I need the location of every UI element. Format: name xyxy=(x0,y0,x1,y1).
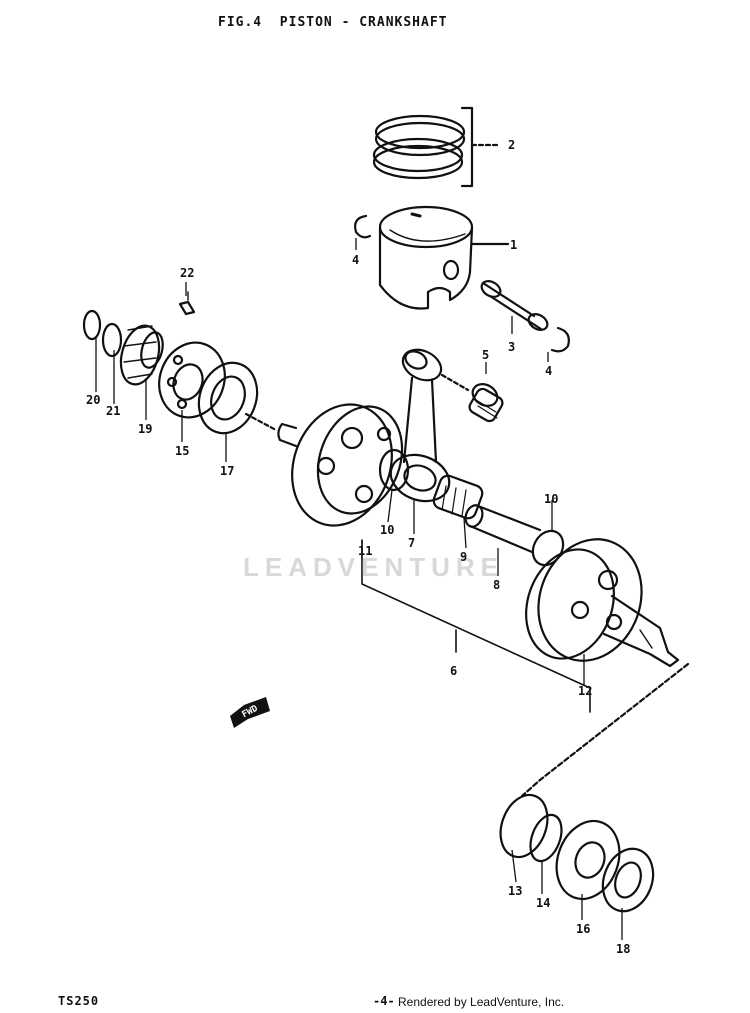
circlip-right xyxy=(550,326,570,353)
callout-19: 19 xyxy=(138,422,153,436)
circlip-left xyxy=(354,214,372,239)
left-oil-seal xyxy=(197,361,259,435)
callout-12: 12 xyxy=(578,684,593,698)
piston xyxy=(378,205,510,310)
left-washer xyxy=(101,322,123,358)
callout-21: 21 xyxy=(106,404,121,418)
callout-17: 17 xyxy=(220,464,235,478)
primary-gear xyxy=(119,324,164,386)
forward-arrow-icon xyxy=(230,697,270,728)
callout-22: 22 xyxy=(180,266,195,280)
crank-assembly-bracket xyxy=(361,539,591,713)
callout-14: 14 xyxy=(536,896,551,910)
crank-web-right xyxy=(525,538,680,668)
callout-1: 1 xyxy=(510,238,518,252)
crank-pin xyxy=(464,504,542,554)
crank-web-left xyxy=(277,403,404,527)
right-bearing xyxy=(555,819,621,901)
connecting-rod xyxy=(389,348,451,503)
right-spacer xyxy=(529,813,563,863)
callout-5: 5 xyxy=(482,348,490,362)
callout-11: 11 xyxy=(358,544,373,558)
callout-4-left: 4 xyxy=(352,253,360,267)
big-end-bearing xyxy=(432,474,484,520)
small-end-bearing xyxy=(440,373,504,423)
callout-18: 18 xyxy=(616,942,631,956)
piston-rings xyxy=(372,106,502,188)
model-code: TS250 xyxy=(58,994,100,1008)
callout-7: 7 xyxy=(408,536,416,550)
callout-9: 9 xyxy=(460,550,468,564)
page-number: -4- xyxy=(373,994,395,1008)
callout-8: 8 xyxy=(493,578,501,592)
callout-10-right: 10 xyxy=(544,492,559,506)
watermark-text: LEADVENTURE xyxy=(243,552,505,582)
figure-title: FIG.4 PISTON - CRANKSHAFT xyxy=(218,15,448,30)
piston-pin xyxy=(480,280,549,331)
render-credit: Rendered by LeadVenture, Inc. xyxy=(398,995,565,1009)
callout-13: 13 xyxy=(508,884,523,898)
woodruff-key xyxy=(178,300,196,316)
callout-2: 2 xyxy=(508,138,516,152)
leader-right xyxy=(520,662,690,798)
right-oil-seal xyxy=(601,847,655,913)
callout-6: 6 xyxy=(450,664,458,678)
callout-15: 15 xyxy=(175,444,190,458)
callout-10-left: 10 xyxy=(380,523,395,537)
thrust-washer-left xyxy=(378,448,410,492)
right-shim xyxy=(499,793,549,859)
callout-20: 20 xyxy=(86,393,101,407)
callout-16: 16 xyxy=(576,922,591,936)
left-nut xyxy=(82,309,102,341)
callout-3: 3 xyxy=(508,340,516,354)
callout-4-right: 4 xyxy=(545,364,553,378)
